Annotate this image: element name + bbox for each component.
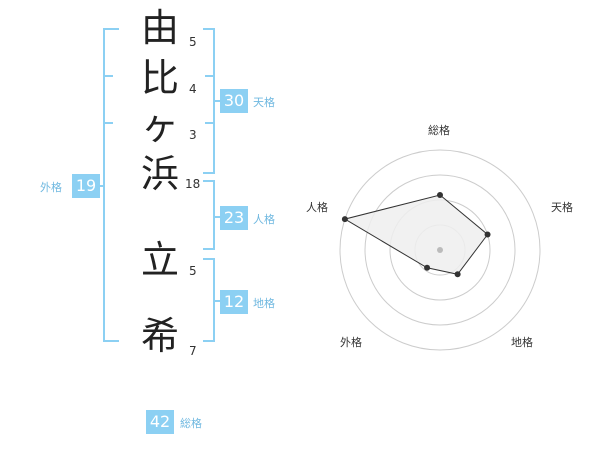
tenkaku-value-badge: 30 <box>220 89 248 113</box>
chikaku-bracket-top <box>203 258 215 260</box>
stroke-count-2: 4 <box>189 82 197 96</box>
name-char-2: 比 <box>140 56 179 100</box>
gaikaku-bracket-tick-2 <box>103 122 113 124</box>
gaikaku-value-badge: 19 <box>72 174 100 198</box>
tenkaku-bracket-tick-1 <box>205 75 215 77</box>
jinkaku-label: 人格 <box>253 213 275 226</box>
radar-axis-label-gaikaku: 外格 <box>340 336 362 349</box>
gaikaku-bracket-bottom <box>103 340 119 342</box>
stroke-count-5: 5 <box>189 264 197 278</box>
name-char-5: 立 <box>140 238 179 282</box>
soukaku-value-badge: 42 <box>146 410 174 434</box>
gaikaku-bracket-line <box>103 28 105 342</box>
jinkaku-bracket-connector <box>214 216 220 218</box>
tenkaku-bracket-connector <box>214 100 220 102</box>
radar-axis-label-soukaku: 総格 <box>428 124 450 137</box>
tenkaku-label: 天格 <box>253 96 275 109</box>
gaikaku-bracket-connector <box>100 185 104 187</box>
radar-ring-3 <box>364 174 516 326</box>
chikaku-bracket-connector <box>214 300 220 302</box>
chikaku-value-badge: 12 <box>220 290 248 314</box>
radar-axis-label-tenkaku: 天格 <box>551 201 573 214</box>
jinkaku-value-badge: 23 <box>220 206 248 230</box>
gaikaku-bracket-top <box>103 28 119 30</box>
jinkaku-bracket-bottom <box>203 248 215 250</box>
tenkaku-bracket-tick-2 <box>205 122 215 124</box>
stroke-count-3: 3 <box>189 128 197 142</box>
soukaku-label: 総格 <box>180 417 202 430</box>
chikaku-bracket-bottom <box>203 340 215 342</box>
radar-point-2 <box>454 271 461 278</box>
radar-point-4 <box>341 216 348 223</box>
gaikaku-label: 外格 <box>40 181 62 194</box>
stroke-count-6: 7 <box>189 344 197 358</box>
radar-point-0 <box>437 192 443 198</box>
chikaku-label: 地格 <box>253 297 275 310</box>
radar-point-3 <box>424 264 431 271</box>
radar-ring-4 <box>339 149 541 351</box>
name-char-4: 浜 <box>140 152 179 196</box>
stroke-count-4: 18 <box>185 177 201 191</box>
stroke-count-1: 5 <box>189 35 197 49</box>
jinkaku-bracket-top <box>203 180 215 182</box>
gaikaku-bracket-tick-1 <box>103 75 113 77</box>
radar-points <box>341 192 491 278</box>
radar-axis-label-jinkaku: 人格 <box>306 201 328 214</box>
radar-axis-label-chikaku: 地格 <box>511 336 533 349</box>
tenkaku-bracket-top <box>203 28 215 30</box>
radar-value-shape <box>343 194 489 275</box>
jinkaku-bracket-line <box>213 180 215 250</box>
name-char-3: ヶ <box>140 104 179 148</box>
name-char-6: 希 <box>140 314 179 358</box>
name-char-1: 由 <box>140 6 179 50</box>
radar-point-1 <box>484 231 491 238</box>
tenkaku-bracket-bottom <box>203 172 215 174</box>
radar-center-dot <box>437 247 443 253</box>
